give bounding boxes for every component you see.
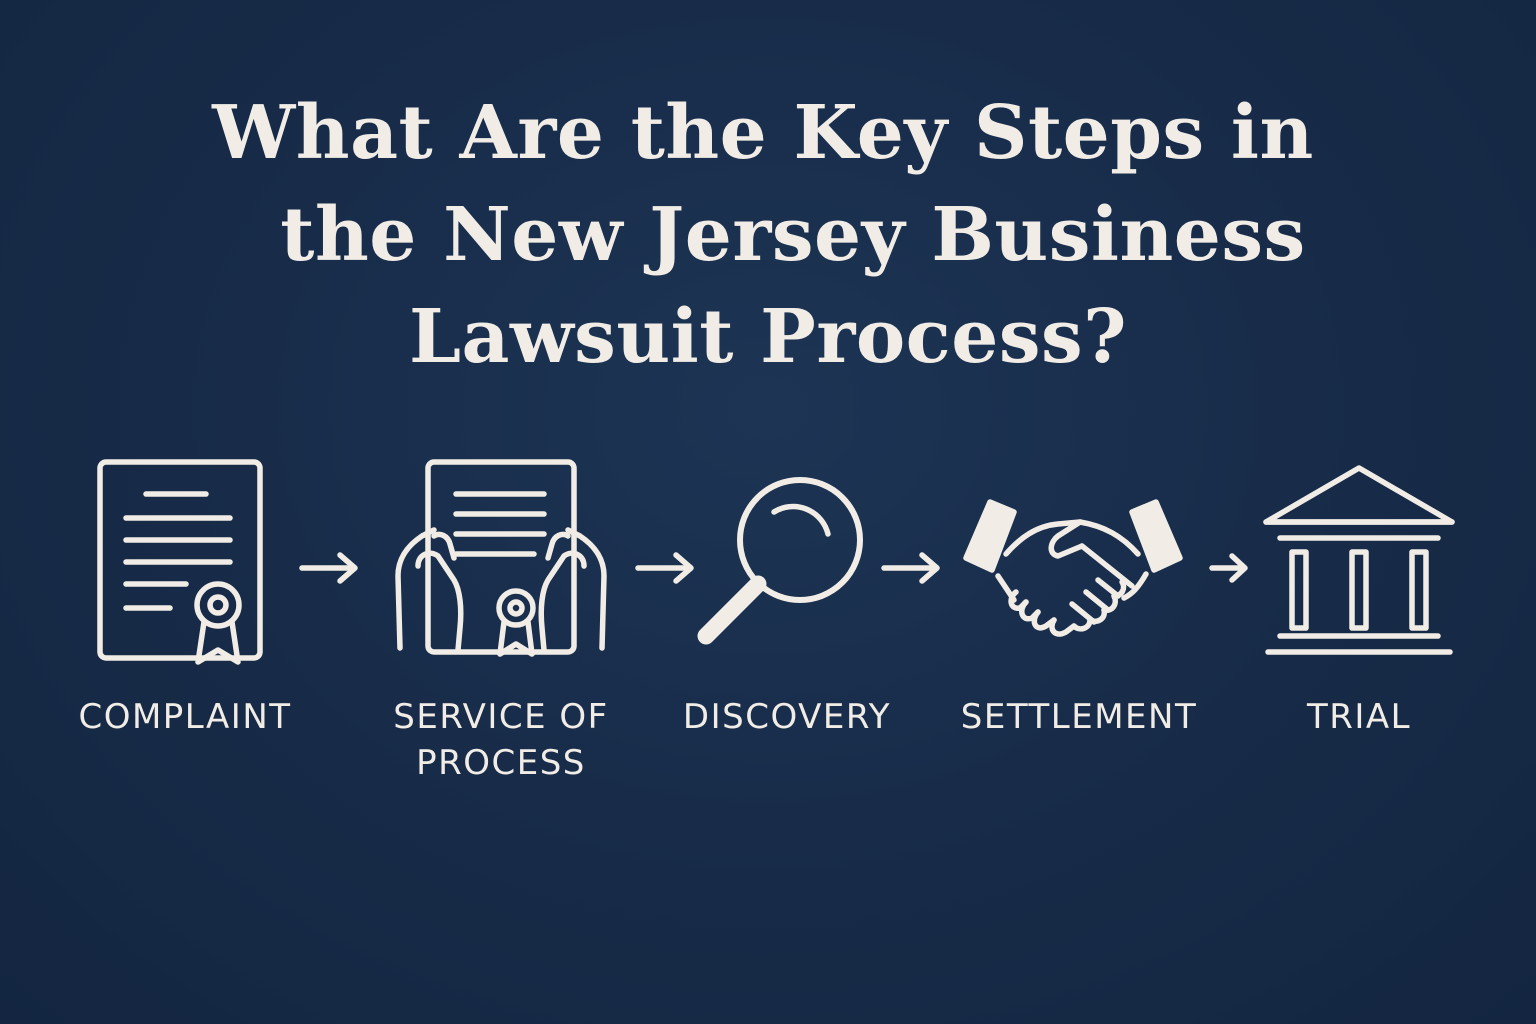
title-line-2: the New Jersey Business bbox=[280, 192, 1306, 278]
arrow-right-icon bbox=[881, 552, 940, 584]
step-label-complaint: COMPLAINT bbox=[78, 697, 292, 737]
step-label-settlement: SETTLEMENT bbox=[960, 697, 1198, 737]
title-line-3: Lawsuit Process? bbox=[408, 294, 1127, 380]
arrow-right-icon bbox=[1209, 553, 1248, 583]
magnifying-glass-icon bbox=[697, 477, 863, 645]
step-label-discovery: DISCOVERY bbox=[682, 697, 892, 737]
page-title: What Are the Key Steps in the New Jersey… bbox=[0, 82, 1536, 388]
step-label-trial: TRIAL bbox=[1306, 697, 1412, 737]
arrow-right-icon bbox=[299, 552, 358, 584]
arrow-right-icon bbox=[635, 552, 694, 584]
document-certificate-icon bbox=[97, 459, 263, 665]
step-label-service-of-process: SERVICE OF PROCESS bbox=[393, 697, 609, 783]
courthouse-icon bbox=[1263, 465, 1455, 655]
hands-holding-document-icon bbox=[395, 459, 607, 657]
title-line-1: What Are the Key Steps in bbox=[212, 90, 1314, 176]
handshake-icon bbox=[963, 499, 1183, 637]
